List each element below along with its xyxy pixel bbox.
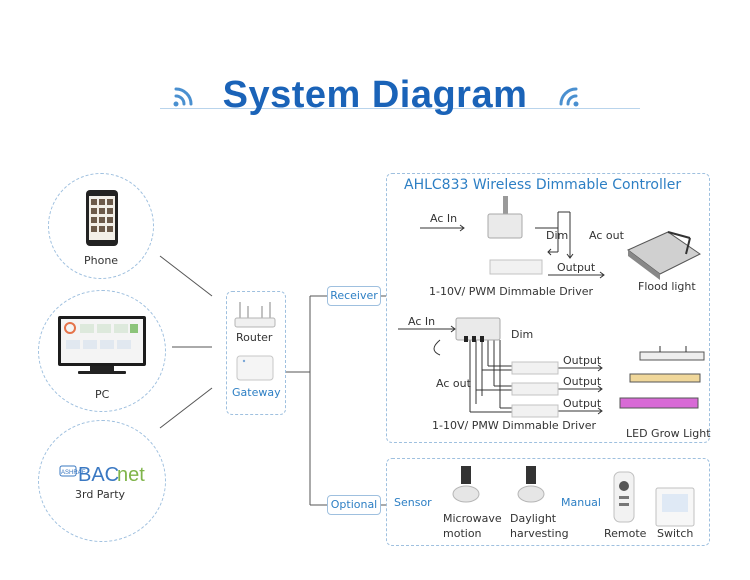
- receiver-branch-label: Receiver: [327, 286, 381, 306]
- bottom-ac-out-label: Ac out: [436, 377, 471, 390]
- remote-label: Remote: [604, 527, 647, 540]
- top-dim-label: Dim: [546, 229, 569, 242]
- manual-label: Manual: [561, 496, 601, 509]
- gateway-label: Gateway: [232, 386, 281, 399]
- flood-light-label: Flood light: [638, 280, 696, 293]
- switch-label: Switch: [657, 527, 694, 540]
- receiver-panel: [386, 173, 710, 443]
- daylight-label-1: Daylight: [510, 512, 557, 525]
- bottom-output-label-2: Output: [563, 375, 602, 388]
- title-underline: [160, 108, 640, 109]
- top-driver-label: 1-10V/ PWM Dimmable Driver: [429, 285, 594, 298]
- receiver-panel-title: AHLC833 Wireless Dimmable Controller: [404, 177, 682, 193]
- third-party-label: 3rd Party: [75, 488, 126, 501]
- sensor-label: Sensor: [394, 496, 432, 509]
- grow-light-label: LED Grow Light: [626, 427, 711, 440]
- page-title: System Diagram: [222, 74, 528, 116]
- bottom-output-label-3: Output: [563, 397, 602, 410]
- bottom-driver-label: 1-10V/ PMW Dimmable Driver: [432, 419, 597, 432]
- third-party-node[interactable]: [38, 420, 166, 542]
- daylight-label-2: harvesting: [510, 527, 569, 540]
- bottom-ac-in-label: Ac In: [408, 315, 436, 328]
- top-output-label: Output: [557, 261, 596, 274]
- microwave-label-2: motion: [443, 527, 482, 540]
- top-ac-in-label: Ac In: [430, 212, 458, 225]
- phone-label: Phone: [84, 254, 119, 267]
- microwave-label-1: Microwave: [443, 512, 502, 525]
- gateway-group: [226, 291, 286, 415]
- optional-panel: [386, 458, 710, 546]
- pc-label: PC: [95, 388, 110, 401]
- optional-text: Optional: [330, 498, 378, 511]
- optional-branch-label: Optional: [327, 495, 381, 515]
- receiver-text: Receiver: [330, 289, 378, 302]
- bottom-output-label-1: Output: [563, 354, 602, 367]
- top-ac-out-label: Ac out: [589, 229, 624, 242]
- bottom-dim-label: Dim: [511, 328, 534, 341]
- router-label: Router: [236, 331, 273, 344]
